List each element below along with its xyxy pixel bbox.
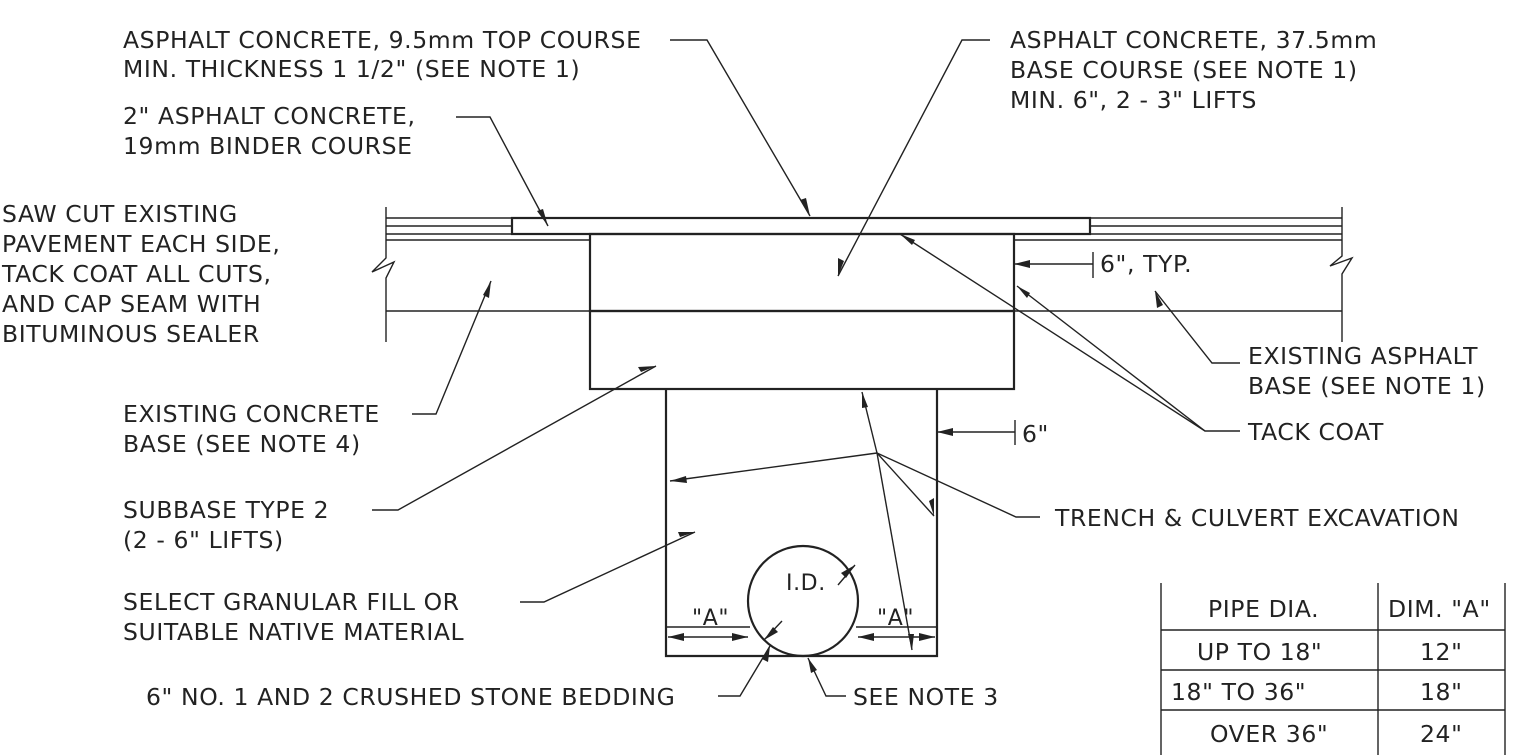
six-label: 6" — [1022, 420, 1049, 448]
table-header-pipe-dia: PIPE DIA. — [1208, 595, 1319, 623]
saw-cut-label-line2: PAVEMENT EACH SIDE, — [2, 230, 280, 258]
top-course-layer — [510, 216, 1092, 236]
binder-course-label-line2: 19mm BINDER COURSE — [123, 132, 413, 160]
culvert-pipe — [746, 544, 860, 658]
subbase-label-line1: SUBBASE TYPE 2 — [123, 496, 329, 524]
dim-a-left-label: "A" — [692, 606, 729, 631]
subbase-label-line2: (2 - 6" LIFTS) — [123, 526, 284, 554]
base-course-label-line3: MIN. 6", 2 - 3" LIFTS — [1010, 86, 1257, 114]
table-row-1-pipe: UP TO 18" — [1197, 638, 1322, 666]
see-note-3-label: SEE NOTE 3 — [853, 683, 999, 711]
binder-course-label-line1: 2" ASPHALT CONCRETE, — [123, 102, 416, 130]
existing-concrete-label-line2: BASE (SEE NOTE 4) — [123, 430, 361, 458]
trench-label: TRENCH & CULVERT EXCAVATION — [1054, 504, 1460, 532]
existing-pavement — [371, 207, 1354, 342]
granular-fill-label-line2: SUITABLE NATIVE MATERIAL — [123, 618, 464, 646]
arrowheads — [483, 198, 1163, 673]
table-row-3-pipe: OVER 36" — [1210, 720, 1328, 748]
six-typ-label: 6", TYP. — [1100, 250, 1192, 278]
saw-cut-label-line5: BITUMINOUS SEALER — [2, 320, 260, 348]
existing-asphalt-label-line1: EXISTING ASPHALT — [1248, 342, 1478, 370]
leader-lines — [372, 39, 1240, 697]
saw-cut-label-line1: SAW CUT EXISTING — [2, 200, 238, 228]
subbase-upper-layer — [588, 309, 1016, 391]
saw-cut-label-line3: TACK COAT ALL CUTS, — [1, 260, 272, 288]
granular-fill-label-line1: SELECT GRANULAR FILL OR — [123, 588, 460, 616]
top-course-label-line1: ASPHALT CONCRETE, 9.5mm TOP COURSE — [123, 26, 642, 54]
existing-asphalt-label-line2: BASE (SEE NOTE 1) — [1248, 372, 1486, 400]
dimension-table: PIPE DIA. DIM. "A" UP TO 18" 12" 18" TO … — [1160, 583, 1506, 755]
base-course-label-line2: BASE COURSE (SEE NOTE 1) — [1010, 56, 1358, 84]
table-row-1-dim: 12" — [1420, 638, 1463, 666]
table-row-2-dim: 18" — [1420, 678, 1463, 706]
base-course-label-line1: ASPHALT CONCRETE, 37.5mm — [1010, 26, 1377, 54]
base-course-layer — [588, 232, 1016, 313]
existing-concrete-label-line1: EXISTING CONCRETE — [123, 400, 380, 428]
top-course-label-line2: MIN. THICKNESS 1 1/2" (SEE NOTE 1) — [123, 55, 580, 83]
bedding-label: 6" NO. 1 AND 2 CRUSHED STONE BEDDING — [146, 683, 675, 711]
saw-cut-label-line4: AND CAP SEAM WITH — [2, 290, 261, 318]
pipe-id-label: I.D. — [786, 571, 826, 596]
table-header-dim-a: DIM. "A" — [1388, 595, 1491, 623]
dim-a-right-label: "A" — [877, 606, 914, 631]
table-row-2-pipe: 18" TO 36" — [1171, 678, 1306, 706]
trench-section — [510, 216, 1092, 658]
tack-coat-label: TACK COAT — [1247, 418, 1384, 446]
table-row-3-dim: 24" — [1420, 720, 1463, 748]
callout-labels: ASPHALT CONCRETE, 9.5mm TOP COURSE MIN. … — [1, 26, 1486, 711]
